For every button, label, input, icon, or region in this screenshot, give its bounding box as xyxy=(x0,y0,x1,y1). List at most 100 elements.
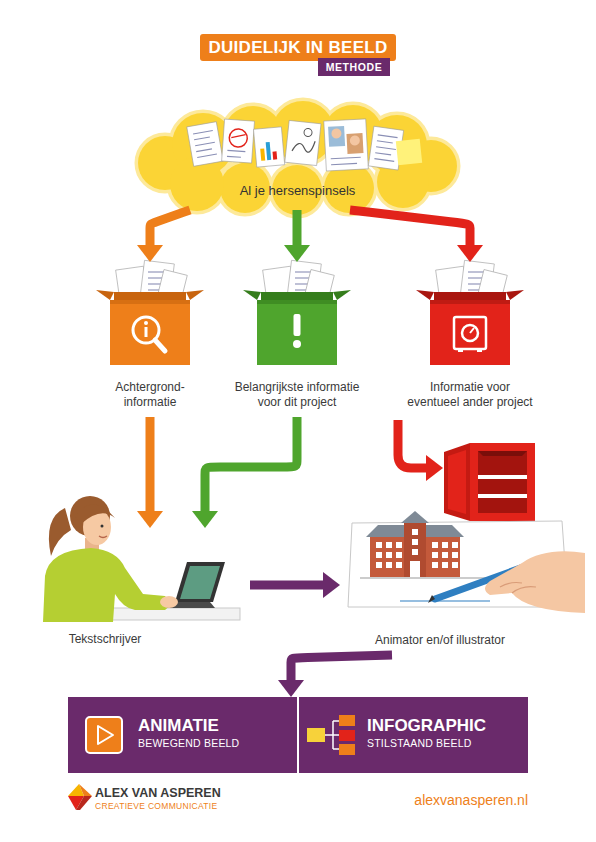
cloud-shape xyxy=(396,139,422,165)
box-illustration xyxy=(293,340,301,348)
cloud-shape xyxy=(378,135,398,138)
illustrator-illustration xyxy=(428,595,435,603)
safe-arrow xyxy=(398,420,428,468)
illustrator-illustration xyxy=(412,549,418,555)
cloud-shape xyxy=(328,126,345,147)
flow-arrow xyxy=(284,210,310,262)
illustrator-illustration xyxy=(432,542,438,548)
play-icon xyxy=(86,717,122,753)
flow-arrow xyxy=(250,572,340,598)
arrow-head xyxy=(137,245,163,262)
cloud-shape xyxy=(229,128,248,147)
cloud-shape xyxy=(253,127,284,167)
infographic-icon xyxy=(333,720,339,722)
box-illustration xyxy=(462,325,478,341)
role-caption: Animator en/of illustrator xyxy=(340,633,540,648)
illustrator-illustration xyxy=(452,552,458,558)
box-illustration xyxy=(430,300,510,365)
safe-interior xyxy=(478,451,527,456)
illustrator-illustration xyxy=(432,562,438,568)
illustrator-illustration xyxy=(396,542,402,548)
box-illustration xyxy=(144,321,148,325)
logo-mark xyxy=(68,784,92,810)
illustrator-illustration xyxy=(432,552,438,558)
arrow-shaft xyxy=(291,655,392,683)
output-band: INFOGRAPHICSTILSTAAND BEELD xyxy=(299,697,528,773)
illustrator-illustration xyxy=(386,562,392,568)
arrow-shaft xyxy=(150,210,190,248)
box-illustration xyxy=(333,290,351,300)
writer-illustration xyxy=(175,562,225,602)
cloud-shape xyxy=(187,122,223,167)
illustrator-illustration xyxy=(452,562,458,568)
arrow-head xyxy=(323,572,340,598)
writer-illustration xyxy=(95,608,240,620)
cloud-shape xyxy=(374,159,394,162)
safe-body xyxy=(470,443,535,521)
illustrator-illustration xyxy=(500,583,536,594)
cloud-shape xyxy=(227,150,245,151)
safe-illustration xyxy=(444,443,535,521)
flow-arrow xyxy=(192,417,297,528)
output-heading: INFOGRAPHIC xyxy=(367,716,522,736)
category-box: Informatie voor eventueel ander project xyxy=(390,262,550,417)
box-caption: Belangrijkste informatie voor dit projec… xyxy=(229,380,365,410)
illustrator-illustration xyxy=(376,552,382,558)
subtitle-tab xyxy=(318,58,390,76)
box-illustration xyxy=(477,349,482,352)
infographic-icon xyxy=(333,734,339,736)
cloud-shape xyxy=(331,157,361,159)
flow-arrow xyxy=(278,655,392,697)
safe-interior xyxy=(478,451,527,513)
writer-illustration xyxy=(99,536,107,538)
cloud-shape xyxy=(350,135,361,146)
cloud-shape xyxy=(193,130,213,133)
box-illustration xyxy=(430,300,510,304)
cloud-shape xyxy=(304,128,313,137)
illustrator-illustration xyxy=(404,521,426,577)
cloud-text: Al je hersenspinsels xyxy=(135,183,460,199)
arrow-shaft xyxy=(205,417,297,514)
cloud-node: Al je hersenspinsels xyxy=(135,108,460,210)
box-illustration xyxy=(155,340,165,351)
box-illustration xyxy=(295,277,309,278)
title-badge xyxy=(200,34,396,61)
arrow-head xyxy=(426,455,443,481)
logo-mark xyxy=(79,784,92,796)
cloud-shape xyxy=(194,137,210,140)
illustrator-illustration xyxy=(360,578,490,579)
cloud-shape xyxy=(331,163,357,164)
role-node: Animator en/of illustrator xyxy=(340,515,585,655)
illustrator-illustration xyxy=(442,552,448,558)
safe-door xyxy=(444,443,470,521)
output-subtitle: BEWEGEND BEELD xyxy=(138,737,288,750)
illustrator-illustration xyxy=(386,542,392,548)
cloud-shape xyxy=(273,151,278,159)
cloud-shape xyxy=(197,154,217,157)
illustrator-illustration xyxy=(442,562,448,568)
category-box: Achtergrond- informatie xyxy=(95,262,205,417)
cloud-shape xyxy=(376,147,396,150)
box-illustration xyxy=(257,300,337,365)
cloud-shape xyxy=(266,142,272,160)
cloud-shape xyxy=(346,133,363,154)
cloud-shape xyxy=(292,139,315,153)
cloud-shape xyxy=(331,128,342,139)
box-illustration xyxy=(454,317,486,349)
writer-illustration xyxy=(75,504,115,524)
logo-mark xyxy=(76,796,92,810)
cloud-shape xyxy=(195,142,215,145)
illustrator-illustration xyxy=(396,552,402,558)
arrow-shaft xyxy=(250,581,326,590)
website-url: alexvanasperen.nl xyxy=(360,792,528,808)
writer-illustration xyxy=(160,596,178,608)
box-illustration xyxy=(416,290,434,300)
box-illustration xyxy=(257,300,337,304)
title-text: DUIDELIJK IN BEELD xyxy=(200,34,396,61)
flow-arrow xyxy=(350,210,483,262)
box-illustration xyxy=(243,290,261,300)
output-band: ANIMATIEBEWEGEND BEELD xyxy=(68,697,297,773)
cloud-shape xyxy=(377,141,393,143)
